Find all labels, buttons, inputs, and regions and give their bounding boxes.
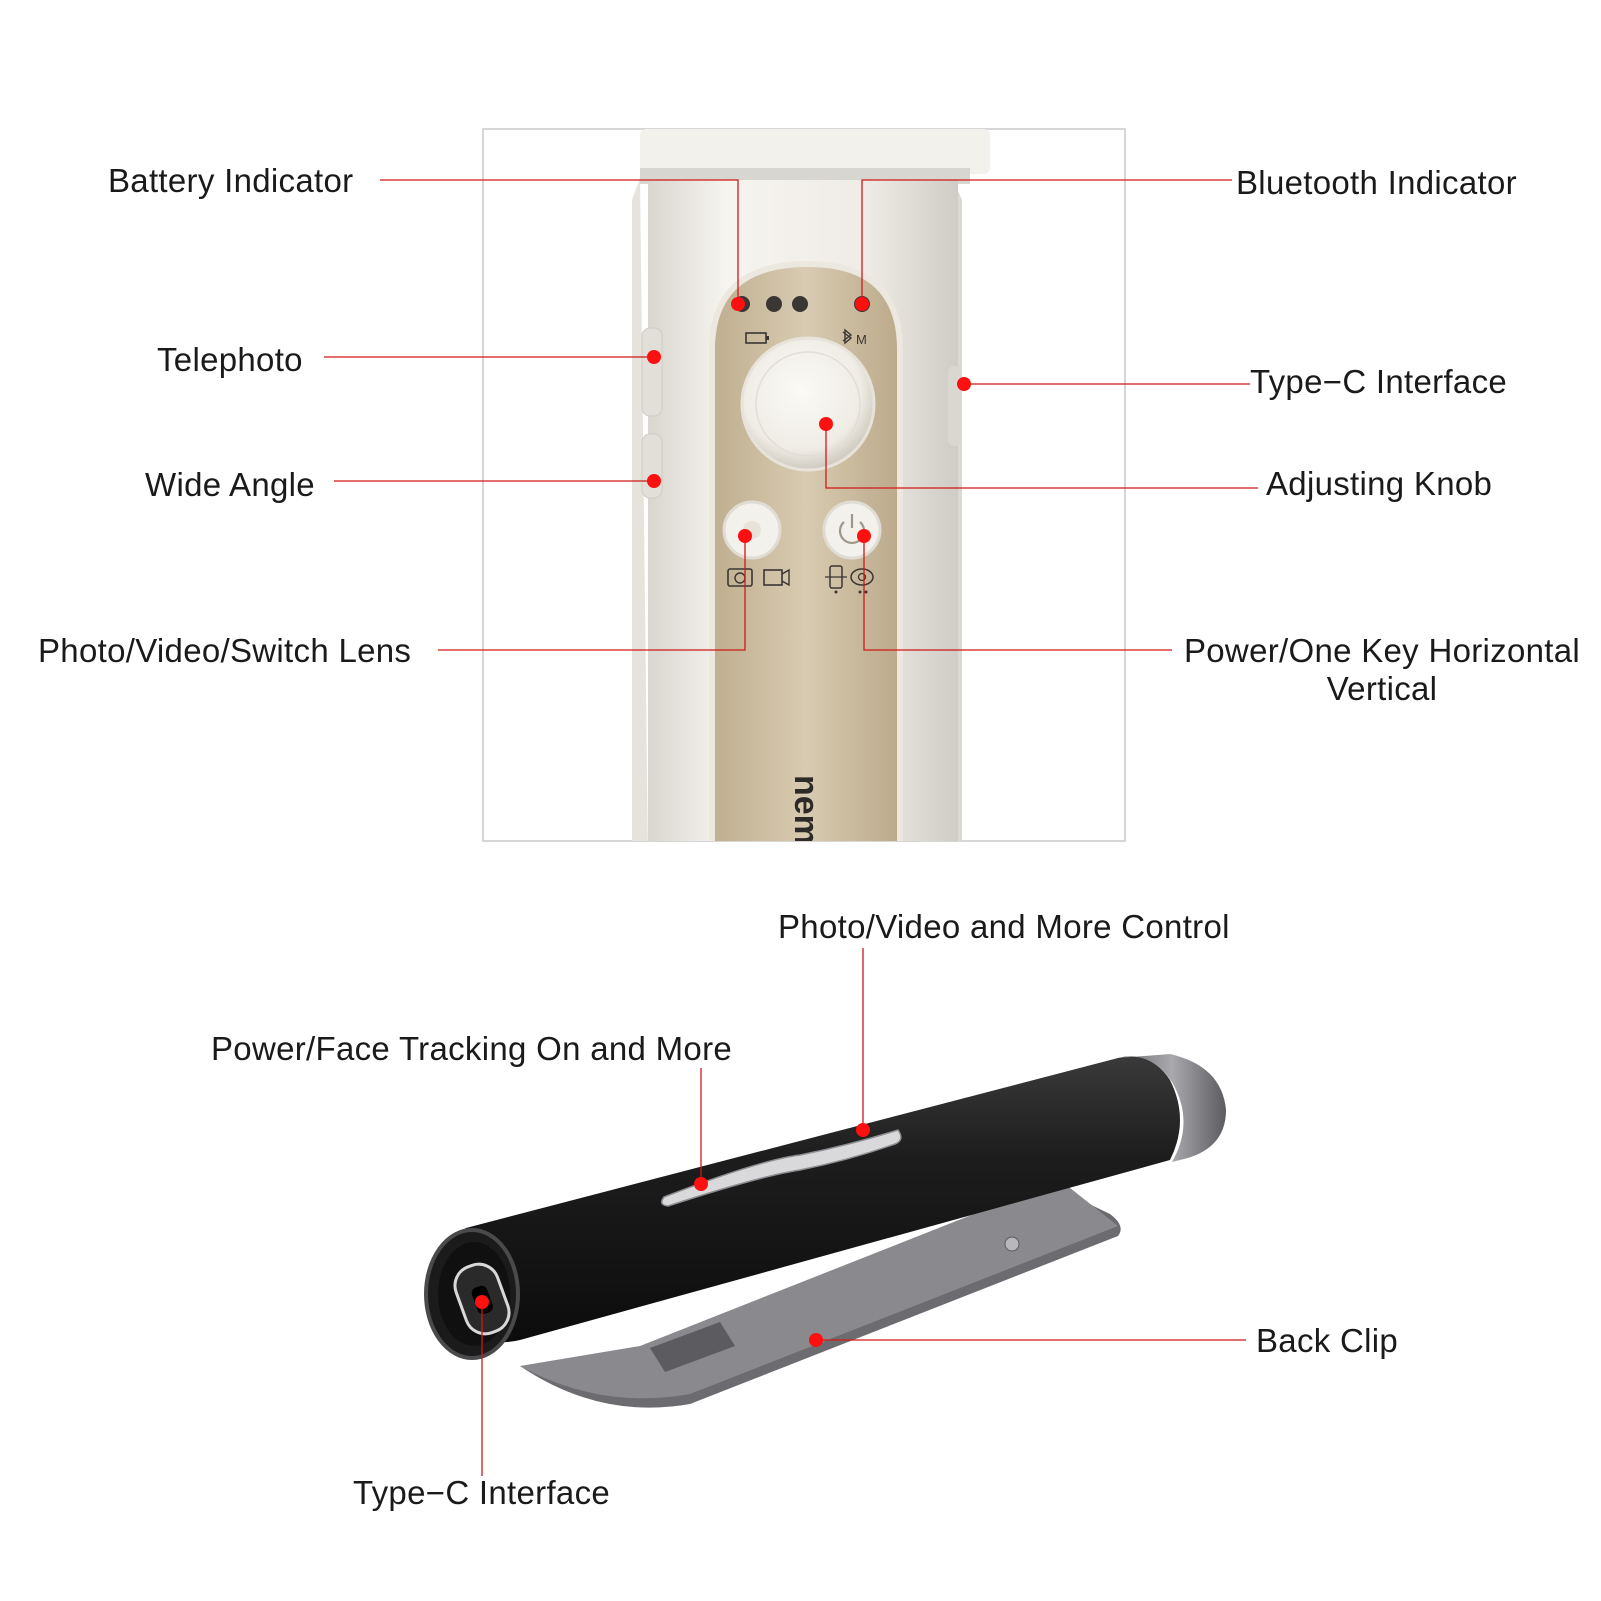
gimbal-grip-illustration: M nem (632, 129, 990, 845)
label-power-face-tracking: Power/Face Tracking On and More (211, 1030, 733, 1067)
wide-angle-dot (647, 474, 661, 488)
adjusting-knob-dot (819, 417, 833, 431)
label-remote-type-c-interface: Type−C Interface (353, 1474, 611, 1511)
camera-icon (727, 568, 753, 587)
back-clip-dot (809, 1333, 823, 1347)
callout-dots (475, 297, 971, 1347)
battery-indicator-dot (731, 297, 745, 311)
label-photo-video-switch-lens: Photo/Video/Switch Lens (38, 632, 412, 669)
brand-logo: nem (787, 775, 825, 845)
grip-type-c-dot (957, 377, 971, 391)
label-battery-indicator: Battery Indicator (108, 162, 354, 199)
label-power-one-key: Power/One Key Horizontal Vertical (1172, 632, 1592, 708)
control-slider (661, 1129, 902, 1207)
more-control-dot (856, 1123, 870, 1137)
video-icon (763, 569, 783, 586)
power-button-dot (857, 529, 871, 543)
label-back-clip: Back Clip (1256, 1322, 1399, 1359)
svg-text:M: M (856, 332, 867, 347)
photo-video-button-dot (738, 529, 752, 543)
label-adjusting-knob: Adjusting Knob (1266, 465, 1493, 502)
callout-lines (324, 179, 1258, 1476)
adjusting-knob-dial (740, 336, 876, 472)
bluetooth-icon (842, 328, 853, 345)
bluetooth-indicator-dot (855, 297, 869, 311)
remote-control-illustration (424, 1054, 1226, 1408)
label-telephoto: Telephoto (157, 341, 303, 378)
label-photo-video-more-control: Photo/Video and More Control (778, 908, 1230, 945)
label-wide-angle: Wide Angle (145, 466, 315, 503)
telephoto-dot (647, 350, 661, 364)
remote-type-c-dot (475, 1295, 489, 1309)
face-tracking-dot (694, 1177, 708, 1191)
label-power-one-key-line2: Vertical (1326, 670, 1438, 707)
label-bluetooth-indicator: Bluetooth Indicator (1236, 164, 1517, 201)
face-tracking-icon (850, 568, 874, 586)
label-grip-type-c-interface: Type−C Interface (1250, 363, 1508, 400)
power-icon (838, 521, 866, 544)
label-power-one-key-line1: Power/One Key Horizontal (1183, 632, 1581, 669)
